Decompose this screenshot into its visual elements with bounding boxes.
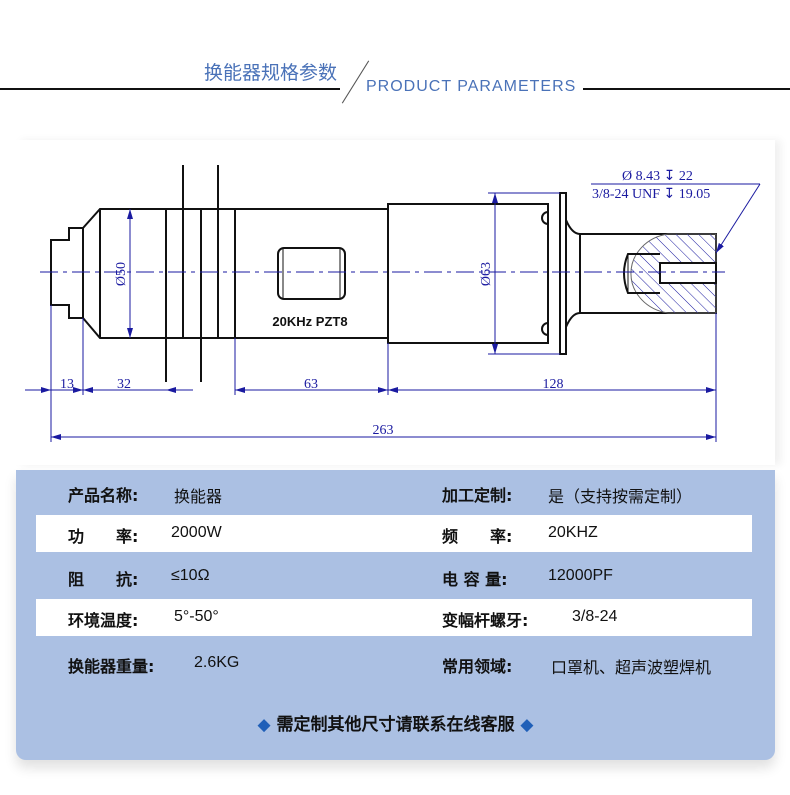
transducer-outline — [50, 165, 717, 382]
spec-label: 阻 抗: — [68, 570, 139, 589]
row-band — [36, 515, 752, 552]
window — [277, 247, 346, 300]
spec-value: 2000W — [171, 524, 222, 541]
spec-label: 环境温度: — [68, 611, 139, 630]
spec-label: 产品名称: — [68, 486, 139, 505]
footer-text: 需定制其他尺寸请联系在线客服 — [276, 715, 515, 735]
dim-128: 128 — [543, 377, 564, 392]
dimension-lines — [25, 183, 761, 442]
spec-value: 口罩机、超声波塑焊机 — [551, 660, 712, 677]
horn-body — [387, 203, 549, 344]
technical-drawing: 20KHz PZT8 Ø50 Ø63 13 32 63 128 263 Ø 8.… — [25, 165, 761, 442]
diamond-icon: ◆ — [257, 715, 271, 735]
spec-value: 是（支持按需定制） — [548, 489, 693, 506]
spec-value: 换能器 — [174, 489, 223, 506]
flange — [559, 192, 567, 355]
spec-value: ≤10Ω — [171, 567, 210, 584]
dim-32: 32 — [117, 377, 131, 392]
diamond-icon: ◆ — [520, 715, 534, 735]
header-title-cn: 换能器规格参数 — [204, 62, 338, 84]
dim-263: 263 — [373, 423, 394, 438]
model-label: 20KHz PZT8 — [272, 314, 347, 329]
header-title-en: PRODUCT PARAMETERS — [366, 78, 577, 95]
spec-label: 频 率: — [442, 527, 513, 546]
spec-label: 变幅杆螺牙: — [442, 611, 529, 630]
spec-label: 电 容 量: — [442, 570, 508, 589]
spec-table: 产品名称: 换能器 加工定制: 是（支持按需定制） 功 率: 2000W 频 率… — [16, 470, 775, 760]
dim-dia50: Ø50 — [114, 262, 129, 286]
spec-label: 常用领域: — [442, 657, 513, 676]
spec-value: 12000PF — [548, 567, 613, 584]
row-band — [36, 599, 752, 636]
dim-dia63: Ø63 — [479, 262, 494, 286]
spec-value: 20KHZ — [548, 524, 598, 541]
thread-note-1: Ø 8.43 ↧ 22 — [622, 169, 693, 184]
header-rule-left — [0, 88, 340, 90]
spec-value: 3/8-24 — [572, 608, 618, 625]
tip — [50, 227, 83, 319]
spec-value: 5°-50° — [174, 608, 219, 625]
spec-label: 功 率: — [68, 527, 139, 546]
thread-note-2: 3/8-24 UNF ↧ 19.05 — [592, 187, 710, 202]
spec-label: 加工定制: — [442, 486, 513, 505]
dim-13: 13 — [60, 377, 74, 392]
custom-size-note: ◆ 需定制其他尺寸请联系在线客服 ◆ — [16, 710, 775, 735]
spec-value: 2.6KG — [194, 654, 240, 671]
dim-63: 63 — [304, 377, 318, 392]
spec-label: 换能器重量: — [68, 657, 155, 676]
header-rule-right — [583, 88, 790, 90]
